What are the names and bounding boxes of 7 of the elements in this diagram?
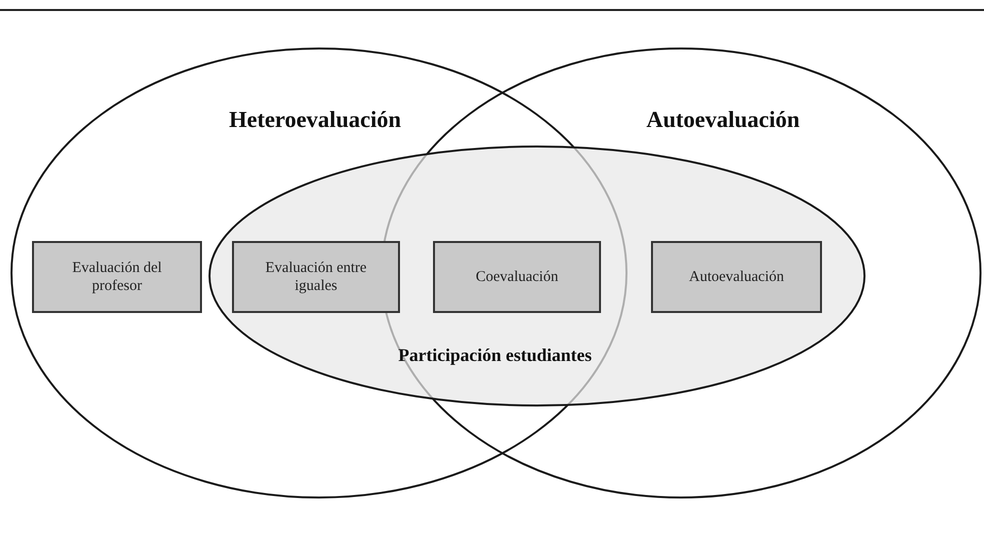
process-box: Autoevaluación: [651, 241, 822, 313]
process-box: Coevaluación: [433, 241, 601, 313]
process-box: Evaluación del profesor: [32, 241, 202, 313]
set-label: Autoevaluación: [645, 106, 801, 134]
set-label: Heteroevaluación: [228, 106, 402, 134]
set-label: Participación estudiantes: [397, 344, 593, 367]
process-box: Evaluación entre iguales: [232, 241, 400, 313]
